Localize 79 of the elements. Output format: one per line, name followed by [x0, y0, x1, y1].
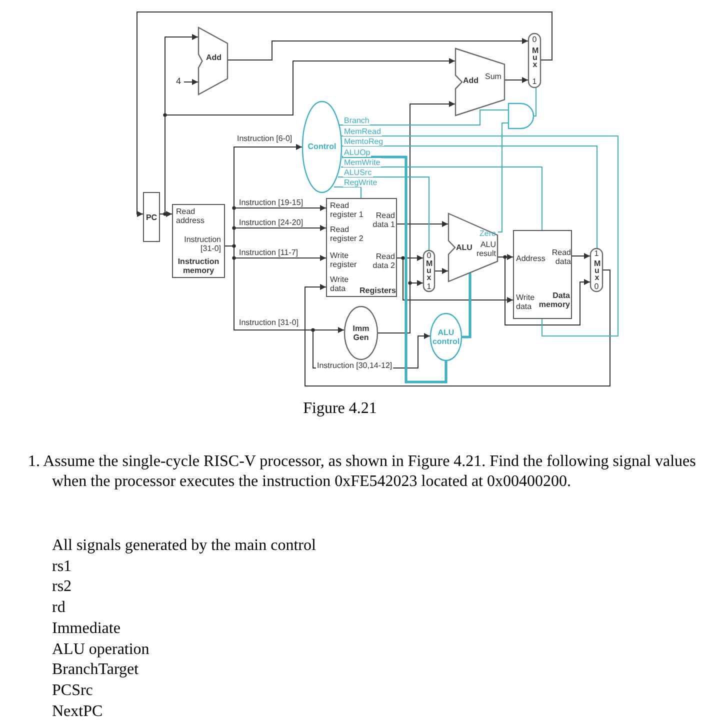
signal-label: Branch — [343, 116, 370, 125]
question-item: rs1 — [52, 556, 72, 577]
component-label: Address — [516, 254, 546, 263]
connector-line — [342, 156, 448, 384]
component-label: Read data — [550, 248, 571, 266]
question-item: Immediate — [52, 618, 120, 639]
component-label: Read address — [176, 207, 206, 225]
figure-caption: Figure 4.21 — [302, 399, 378, 419]
arrow — [572, 253, 590, 259]
component-label: Add — [206, 53, 223, 62]
component-label: ALU — [456, 243, 474, 252]
signal-label: MemtoReg — [343, 137, 384, 146]
component-label: Read register 2 — [330, 225, 364, 243]
component-label: 0 — [593, 282, 600, 291]
question-item: All signals generated by the main control — [52, 536, 316, 556]
question-item: BranchTarget — [52, 660, 139, 680]
component-label: Imm Gen — [352, 324, 370, 342]
component-label: Write data — [330, 275, 350, 293]
component-label: Read data 1 — [372, 211, 395, 229]
connector-line — [462, 273, 472, 338]
instruction-memory-box — [172, 204, 225, 278]
arrow — [184, 79, 198, 85]
connector-line — [334, 186, 362, 198]
arrow — [228, 38, 528, 60]
component-label: Registers — [358, 286, 396, 295]
component-label: Write register — [330, 251, 358, 269]
arrow — [396, 258, 514, 303]
question-item: ALU operation — [52, 640, 150, 660]
edge-label: Instruction [24-20] — [238, 218, 304, 227]
component-label: Mux — [532, 47, 538, 68]
input-constant: 4 — [176, 77, 184, 87]
component-label: Read data 2 — [372, 252, 395, 270]
pc-register-box — [143, 192, 160, 242]
register-file-box — [326, 198, 397, 297]
question-item: rs2 — [52, 577, 72, 598]
arrow — [434, 268, 448, 274]
edge-label: Instruction [30,14-12] — [316, 361, 394, 370]
component-label: Instruction [31-0] — [183, 235, 221, 253]
component-label: Sum — [485, 72, 502, 81]
component-label: Instruction memory — [176, 257, 220, 275]
arrow — [396, 221, 448, 227]
component-label: PC — [144, 213, 158, 222]
signal-label: RegWrite — [343, 178, 378, 187]
arrow — [504, 77, 528, 83]
arrow — [136, 12, 552, 217]
component-label: Mux — [426, 260, 432, 281]
question-text: 1. Assume the single-cycle RISC-V processor, as shown in Figure 4.21. Find the following signal values when the processor executes the instruction 0xFE542023 located at 0x00400200. — [28, 452, 697, 492]
question-item: NextPC — [52, 702, 103, 722]
connector-line — [534, 88, 536, 116]
edge-label: Instruction [11-7] — [238, 248, 299, 257]
signal-label: MemRead — [343, 127, 382, 136]
component-label: Read register 1 — [330, 201, 364, 219]
edge-label: Instruction [19-15] — [238, 198, 304, 207]
signal-label: ALUSrc — [343, 168, 373, 177]
component-label: Write data — [516, 293, 536, 311]
connector-line — [338, 176, 430, 252]
edge-label: Instruction [6-0] — [236, 134, 294, 143]
component-label: Data memory — [538, 291, 570, 309]
connector-line — [340, 136, 618, 336]
component-label: Control — [306, 142, 338, 151]
edge-label: Instruction [31-0] — [238, 318, 300, 327]
arrow — [304, 270, 610, 386]
component-label: 1 — [531, 77, 538, 86]
component-label: 1 — [593, 249, 600, 258]
component-label: ALU control — [431, 328, 461, 346]
component-label: 0 — [531, 35, 538, 44]
component-label: Zero — [478, 229, 496, 238]
component-label: ALU result — [475, 240, 496, 258]
question-item: rd — [52, 598, 66, 618]
component-label: 0 — [426, 251, 432, 260]
signal-label: MemWrite — [343, 158, 382, 167]
component-label: Mux — [594, 260, 600, 281]
connector-line — [498, 122, 508, 232]
component-label: 1 — [426, 282, 432, 291]
data-memory-box — [513, 230, 572, 319]
component-label: Add — [463, 76, 480, 85]
connector-line — [340, 166, 542, 230]
question-item: PCSrc — [52, 680, 93, 701]
signal-label: ALUOp — [343, 148, 372, 157]
